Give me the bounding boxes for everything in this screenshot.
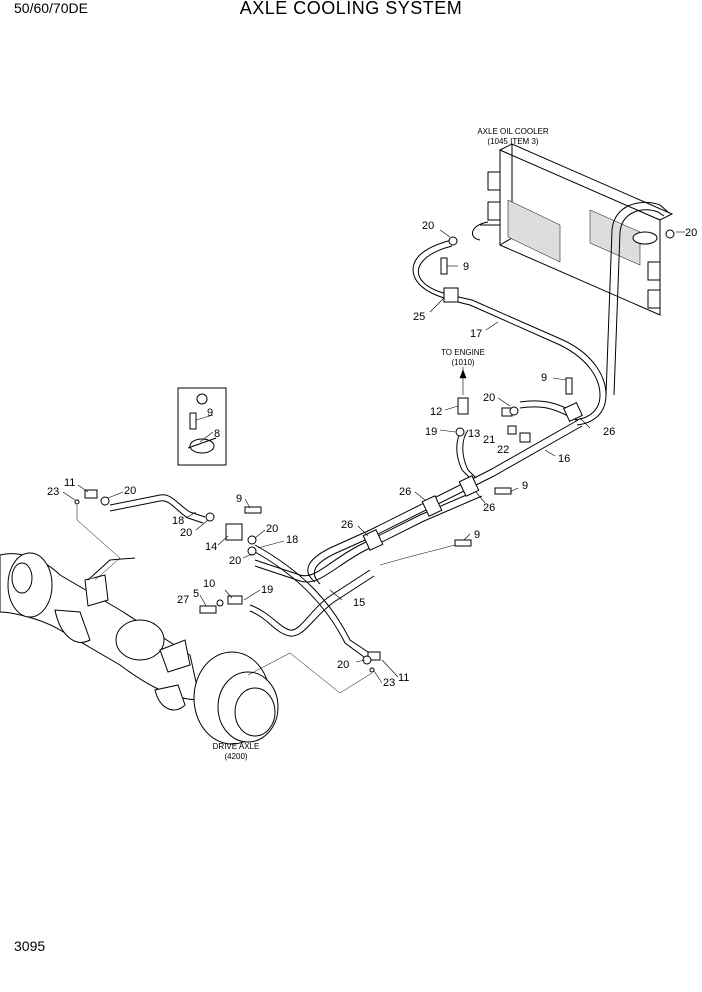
callout-20: 20 (229, 555, 241, 567)
callout-12: 12 (430, 406, 442, 418)
callout-26: 26 (399, 486, 411, 498)
callout-15: 15 (353, 597, 365, 609)
callout-20: 20 (266, 523, 278, 535)
callout-20: 20 (422, 220, 434, 232)
cooler-note-line2: (1045 ITEM 3) (487, 137, 538, 146)
callout-18: 18 (172, 515, 184, 527)
callout-9: 9 (522, 480, 528, 492)
callout-13: 13 (468, 428, 480, 440)
callout-27: 27 (177, 594, 189, 606)
callout-9: 9 (463, 261, 469, 273)
callouts: 20 20 9 25 17 9 12 20 19 13 21 22 26 16 … (47, 220, 697, 689)
detail-inset (177, 387, 227, 466)
cooler-note-line1: AXLE OIL COOLER (477, 127, 549, 136)
axle-note-line2: (4200) (224, 752, 247, 761)
callout-9: 9 (541, 372, 547, 384)
model-code: 50/60/70DE (14, 0, 88, 16)
callout-25: 25 (413, 311, 425, 323)
engine-note-line1: TO ENGINE (441, 348, 485, 357)
callout-8: 8 (214, 428, 220, 440)
callout-23: 23 (47, 486, 59, 498)
page-number: 3095 (14, 938, 46, 954)
reference-notes: AXLE OIL COOLER (1045 ITEM 3) TO ENGINE … (213, 127, 549, 761)
callout-9: 9 (236, 493, 242, 505)
callout-9: 9 (207, 407, 213, 419)
callout-20: 20 (483, 392, 495, 404)
callout-26: 26 (603, 426, 615, 438)
axle-oil-cooler (472, 143, 674, 316)
callout-20: 20 (180, 527, 192, 539)
callout-11: 11 (64, 477, 75, 489)
callout-5: 5 (193, 588, 199, 600)
callout-22: 22 (497, 444, 509, 456)
callout-14: 14 (205, 541, 217, 553)
callout-26: 26 (483, 502, 495, 514)
tube-clamps (362, 287, 583, 551)
callout-20: 20 (685, 227, 697, 239)
callout-16: 16 (558, 453, 570, 465)
axle-note-line1: DRIVE AXLE (213, 742, 260, 751)
callout-9: 9 (474, 529, 480, 541)
page-title: AXLE COOLING SYSTEM (239, 0, 463, 18)
callout-18: 18 (286, 534, 298, 546)
callout-20: 20 (337, 659, 349, 671)
callout-21: 21 (483, 434, 495, 446)
callout-19: 19 (425, 426, 437, 438)
callout-11: 11 (398, 672, 409, 684)
engine-note-line2: (1010) (451, 358, 474, 367)
reference-lines (76, 505, 456, 694)
callout-19: 19 (261, 584, 273, 596)
bolts-fittings (74, 229, 675, 673)
leader-lines (62, 229, 685, 684)
callout-20: 20 (124, 485, 136, 497)
callout-23: 23 (383, 677, 395, 689)
drive-axle (0, 552, 279, 745)
callout-17: 17 (470, 328, 482, 340)
callout-10: 10 (203, 578, 215, 590)
callout-26: 26 (341, 519, 353, 531)
